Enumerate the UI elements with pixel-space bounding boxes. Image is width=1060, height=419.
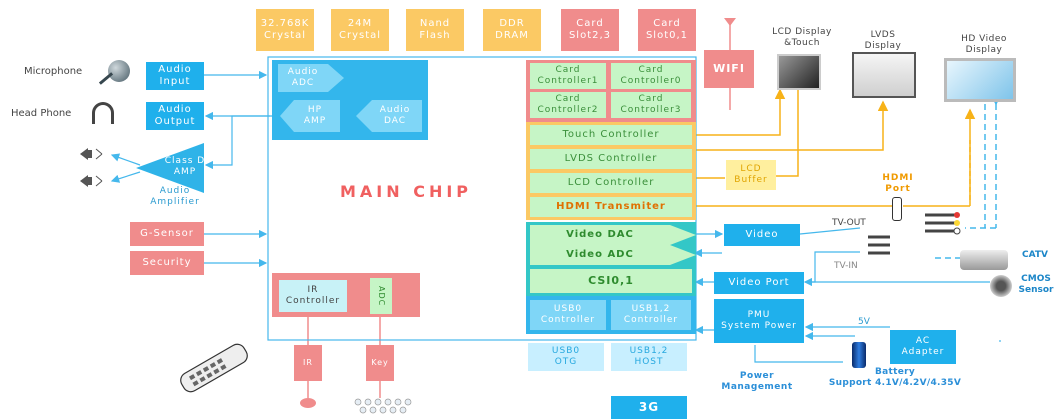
tv-in-label: TV-IN [834,261,858,271]
video-port-box: Video Port [714,272,804,294]
power-management-label: Power Management [721,370,793,392]
video-box: Video [724,224,800,246]
tv-out-label: TV-OUT [832,218,866,228]
card-slot-01-box: Card Slot0,1 [638,9,696,51]
audio-adc-shape [278,64,344,92]
cmos-sensor-label: CMOS Sensor [1018,273,1054,295]
hdmi-transmitter-box: HDMI Transmiter [530,197,692,217]
audio-amplifier-label: Audio Amplifier [150,185,200,207]
wifi-box: WIFI [704,50,754,88]
lvds-display-label: LVDS Display [864,29,902,51]
usb12-controller-box: USB1,2 Controller [611,300,691,330]
nand-flash-box: Nand Flash [406,9,464,51]
catv-label: CATV [1022,250,1048,260]
lcd-buffer-box: LCD Buffer [726,160,776,190]
rca-in-icon [868,232,892,258]
class-d-amp-label: Class D AMP [164,155,206,177]
video-dac-label: Video DAC [566,228,634,240]
speaker-icon-bottom [78,172,108,190]
crystal-32k-box: 32.768K Crystal [256,9,314,51]
video-dac-shape [530,225,696,245]
audio-adc-label: Audio ADC [287,66,319,88]
usb12-host-box: USB1,2 HOST [611,343,687,371]
audio-dac-shape [356,100,422,132]
battery-icon [852,342,866,368]
lcd-display-label: LCD Display &Touch [772,26,832,48]
audio-dac-label: Audio DAC [379,104,411,126]
adc-box: ADC [370,278,392,314]
ir-controller-box: IR Controller [279,280,347,312]
catv-camera-icon [960,250,1008,270]
card-controller-3: Card Controller3 [611,92,691,118]
ir-box: IR [294,345,322,381]
security-box: Security [130,251,204,275]
card-controller-1: Card Controller1 [530,63,606,89]
lvds-controller-box: LVDS Controller [530,149,692,169]
video-adc-shape [530,245,696,265]
hdmi-port-label: HDMI Port [882,172,914,194]
hp-amp-label: HP AMP [303,104,327,126]
remote-control-icon [174,340,254,396]
headphone-icon [92,102,114,124]
hd-video-label: HD Video Display [961,33,1007,55]
g-sensor-box: G-Sensor [130,222,204,246]
microphone-icon [108,60,130,82]
3g-box: 3G [611,396,687,419]
cmos-sensor-icon [990,275,1012,297]
pmu-box: PMU System Power [714,299,804,343]
hp-amp-shape [280,100,340,132]
usb0-otg-box: USB0 OTG [528,343,604,371]
ddr-dram-box: DDR DRAM [483,9,541,51]
hd-video-display-icon [944,58,1016,102]
lcd-display-icon [777,54,821,90]
crystal-24m-box: 24M Crystal [331,9,389,51]
battery-label: Battery Support 4.1V/4.2V/4.35V [828,366,962,388]
key-box: Key [366,345,394,381]
keypad-icon [352,398,418,414]
card-slot-23-box: Card Slot2,3 [561,9,619,51]
ac-adapter-box: AC Adapter [890,330,956,364]
card-controller-0: Card Controller0 [611,63,691,89]
class-d-amp-shape [136,143,208,193]
main-chip-title: MAIN CHIP [340,182,473,201]
touch-controller-box: Touch Controller [530,125,692,145]
microphone-label: Microphone [24,66,83,77]
audio-input-box: Audio Input [146,62,204,90]
5v-label: 5V [858,317,870,327]
video-adc-label: Video ADC [566,248,634,260]
lcd-controller-box: LCD Controller [530,173,692,193]
speaker-icon-top [78,145,108,163]
hdmi-port-icon [892,197,902,221]
headphone-label: Head Phone [11,108,72,119]
ir-receiver-icon [300,398,316,408]
audio-output-box: Audio Output [146,102,204,130]
lvds-display-icon [852,52,916,98]
csi-box: CSI0,1 [530,269,692,293]
card-controller-2: Card Controller2 [530,92,606,118]
rca-out-icon [925,210,965,236]
usb0-controller-box: USB0 Controller [530,300,606,330]
